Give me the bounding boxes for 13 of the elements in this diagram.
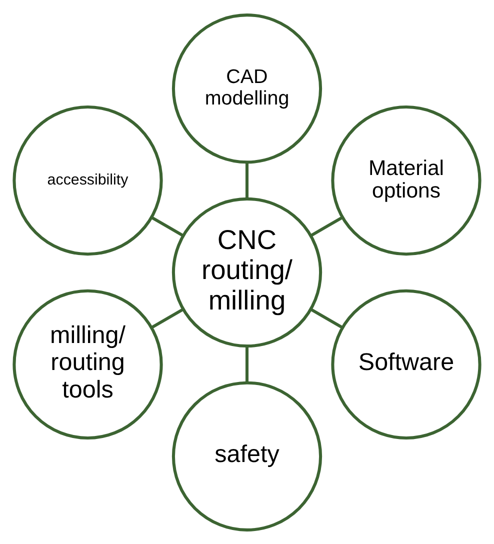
node-circle: accessibility — [12, 105, 163, 256]
connector — [150, 308, 184, 328]
node-circle: safety — [172, 380, 322, 531]
node-circle: Software — [331, 288, 482, 439]
connector — [245, 346, 249, 382]
node-circle: milling/ routing tools — [12, 288, 163, 439]
connector — [310, 308, 344, 328]
node-circle: CNC routing/ milling — [172, 196, 322, 348]
connector — [310, 216, 344, 236]
node-circle: CAD modelling — [172, 13, 322, 164]
connector — [150, 216, 184, 236]
connector — [245, 162, 249, 198]
node-circle: Material options — [331, 105, 482, 256]
